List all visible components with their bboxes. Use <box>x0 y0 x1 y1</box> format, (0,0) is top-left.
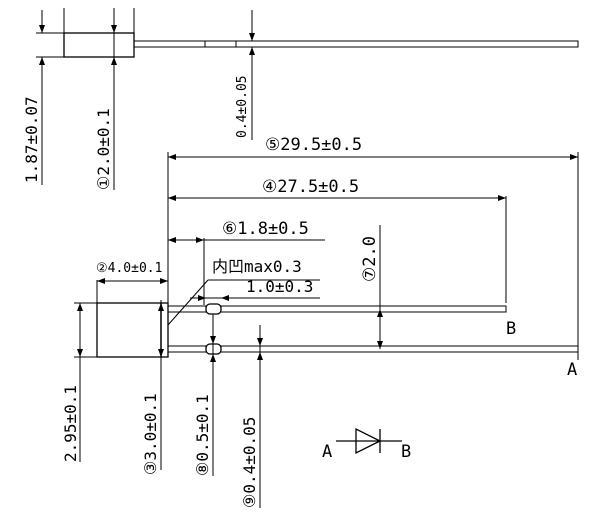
top-height-label: 1.87±0.07 <box>22 96 41 183</box>
lead-dia2-label: ⑨0.4±0.05 <box>240 417 259 508</box>
body-height2-label: ③3.0±0.1 <box>141 393 160 475</box>
top-lead <box>133 40 579 48</box>
top-width-label: ①2.0±0.1 <box>94 108 113 190</box>
step-label: 1.0±0.3 <box>246 277 313 296</box>
label-b: B <box>506 319 516 339</box>
lead-dia-label: ⑧0.5±0.1 <box>193 394 212 476</box>
top-lead-label: 0.4±0.05 <box>235 75 250 138</box>
body-width-label: ②4.0±0.1 <box>96 261 162 276</box>
symbol-label-b: B <box>401 442 411 462</box>
side-view: ②4.0±0.1 内凹max0.3 1.0±0.3 ⑦2.0 B A 2.95±… <box>61 225 579 508</box>
body-height-label: 2.95±0.1 <box>61 385 80 462</box>
diode-triangle-icon <box>355 427 382 455</box>
label-a: A <box>567 360 577 380</box>
pitch-label: ⑦2.0 <box>360 236 380 282</box>
lead-bend-label: ⑥1.8±0.5 <box>222 219 309 239</box>
diode-symbol: A B <box>322 427 411 462</box>
top-body <box>63 32 135 58</box>
lead-length-label: ④27.5±0.5 <box>262 177 359 197</box>
lead-b <box>167 305 507 313</box>
top-view: 1.87±0.07 ①2.0±0.1 0.4±0.05 <box>22 8 579 190</box>
dent-label: 内凹max0.3 <box>212 257 302 276</box>
symbol-label-a: A <box>322 442 332 462</box>
total-length-label: ⑤29.5±0.5 <box>265 135 362 155</box>
lead-a <box>167 345 579 353</box>
length-dimensions: ⑤29.5±0.5 ④27.5±0.5 ⑥1.8±0.5 <box>167 135 579 360</box>
side-body <box>96 302 162 358</box>
